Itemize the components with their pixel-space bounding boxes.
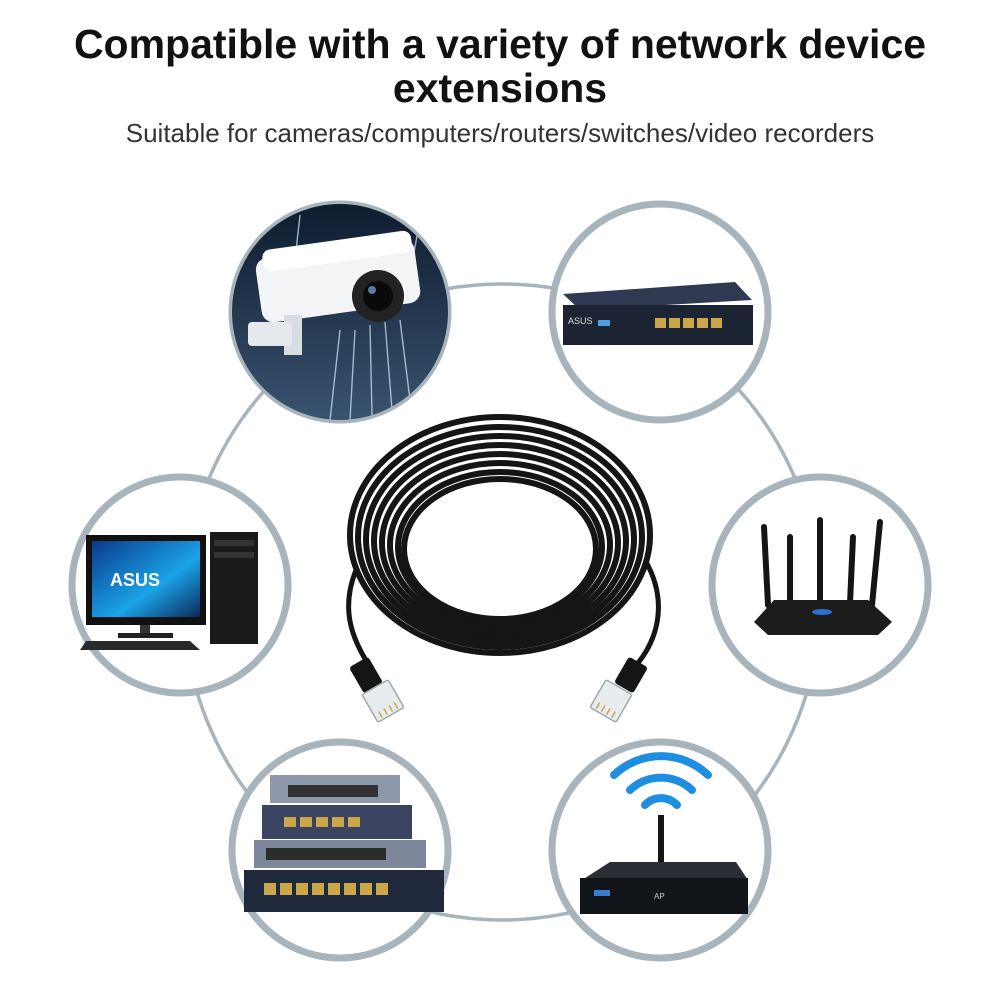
- wifi-ap-icon: AP: [580, 752, 748, 914]
- asus-logo: ASUS: [110, 570, 160, 590]
- rj45-plug-right: [589, 657, 647, 723]
- svg-text:ASUS: ASUS: [568, 316, 593, 326]
- nvr-icon: ASUS: [563, 282, 753, 345]
- title-line-2: extensions: [392, 65, 608, 111]
- switch-stack-icon: [244, 775, 444, 912]
- svg-text:AP: AP: [654, 892, 665, 901]
- title-line-1: Compatible with a variety of network dev…: [73, 21, 927, 67]
- page-subtitle: Suitable for cameras/computers/routers/s…: [125, 118, 875, 148]
- rj45-plug-left: [350, 657, 405, 723]
- page-title: Compatible with a variety of network dev…: [0, 22, 1000, 110]
- security-camera-icon: [232, 204, 448, 420]
- router-icon: [754, 517, 892, 635]
- ethernet-cable-icon: [346, 414, 661, 672]
- computer-icon: ASUS: [80, 532, 258, 650]
